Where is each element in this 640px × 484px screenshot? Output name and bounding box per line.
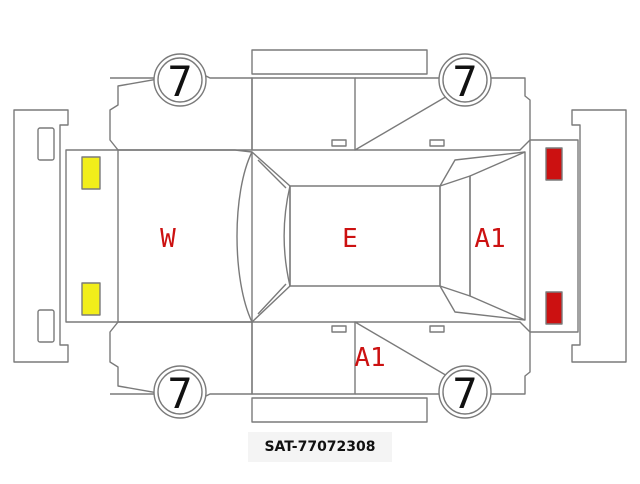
front-bumper xyxy=(13,109,69,363)
tire-rear-left: 7 xyxy=(153,365,207,419)
damage-mark-rear-glass: A1 xyxy=(474,224,505,254)
rear-deck xyxy=(529,139,579,333)
windshield xyxy=(236,151,291,323)
damage-mark-roof: E xyxy=(342,224,358,254)
headlight-left xyxy=(81,156,101,190)
upper-side-panel xyxy=(109,49,531,151)
damage-mark-side-panel: A1 xyxy=(354,343,385,373)
taillight-left xyxy=(545,147,563,181)
tire-rear-right-label: 7 xyxy=(452,369,477,418)
stock-code-label: SAT-77072308 xyxy=(248,432,392,462)
tire-front-right: 7 xyxy=(438,53,492,107)
tire-front-left-label: 7 xyxy=(167,57,192,106)
headlight-right xyxy=(81,282,101,316)
tire-front-left: 7 xyxy=(153,53,207,107)
tire-rear-right: 7 xyxy=(438,365,492,419)
taillight-right xyxy=(545,291,563,325)
roof-panel xyxy=(283,185,441,287)
hood-panel xyxy=(65,149,253,323)
damage-mark-windshield: W xyxy=(160,224,176,254)
rear-glass xyxy=(439,151,526,321)
tire-front-right-label: 7 xyxy=(452,57,477,106)
rear-bumper xyxy=(571,109,627,363)
tire-rear-left-label: 7 xyxy=(167,369,192,418)
